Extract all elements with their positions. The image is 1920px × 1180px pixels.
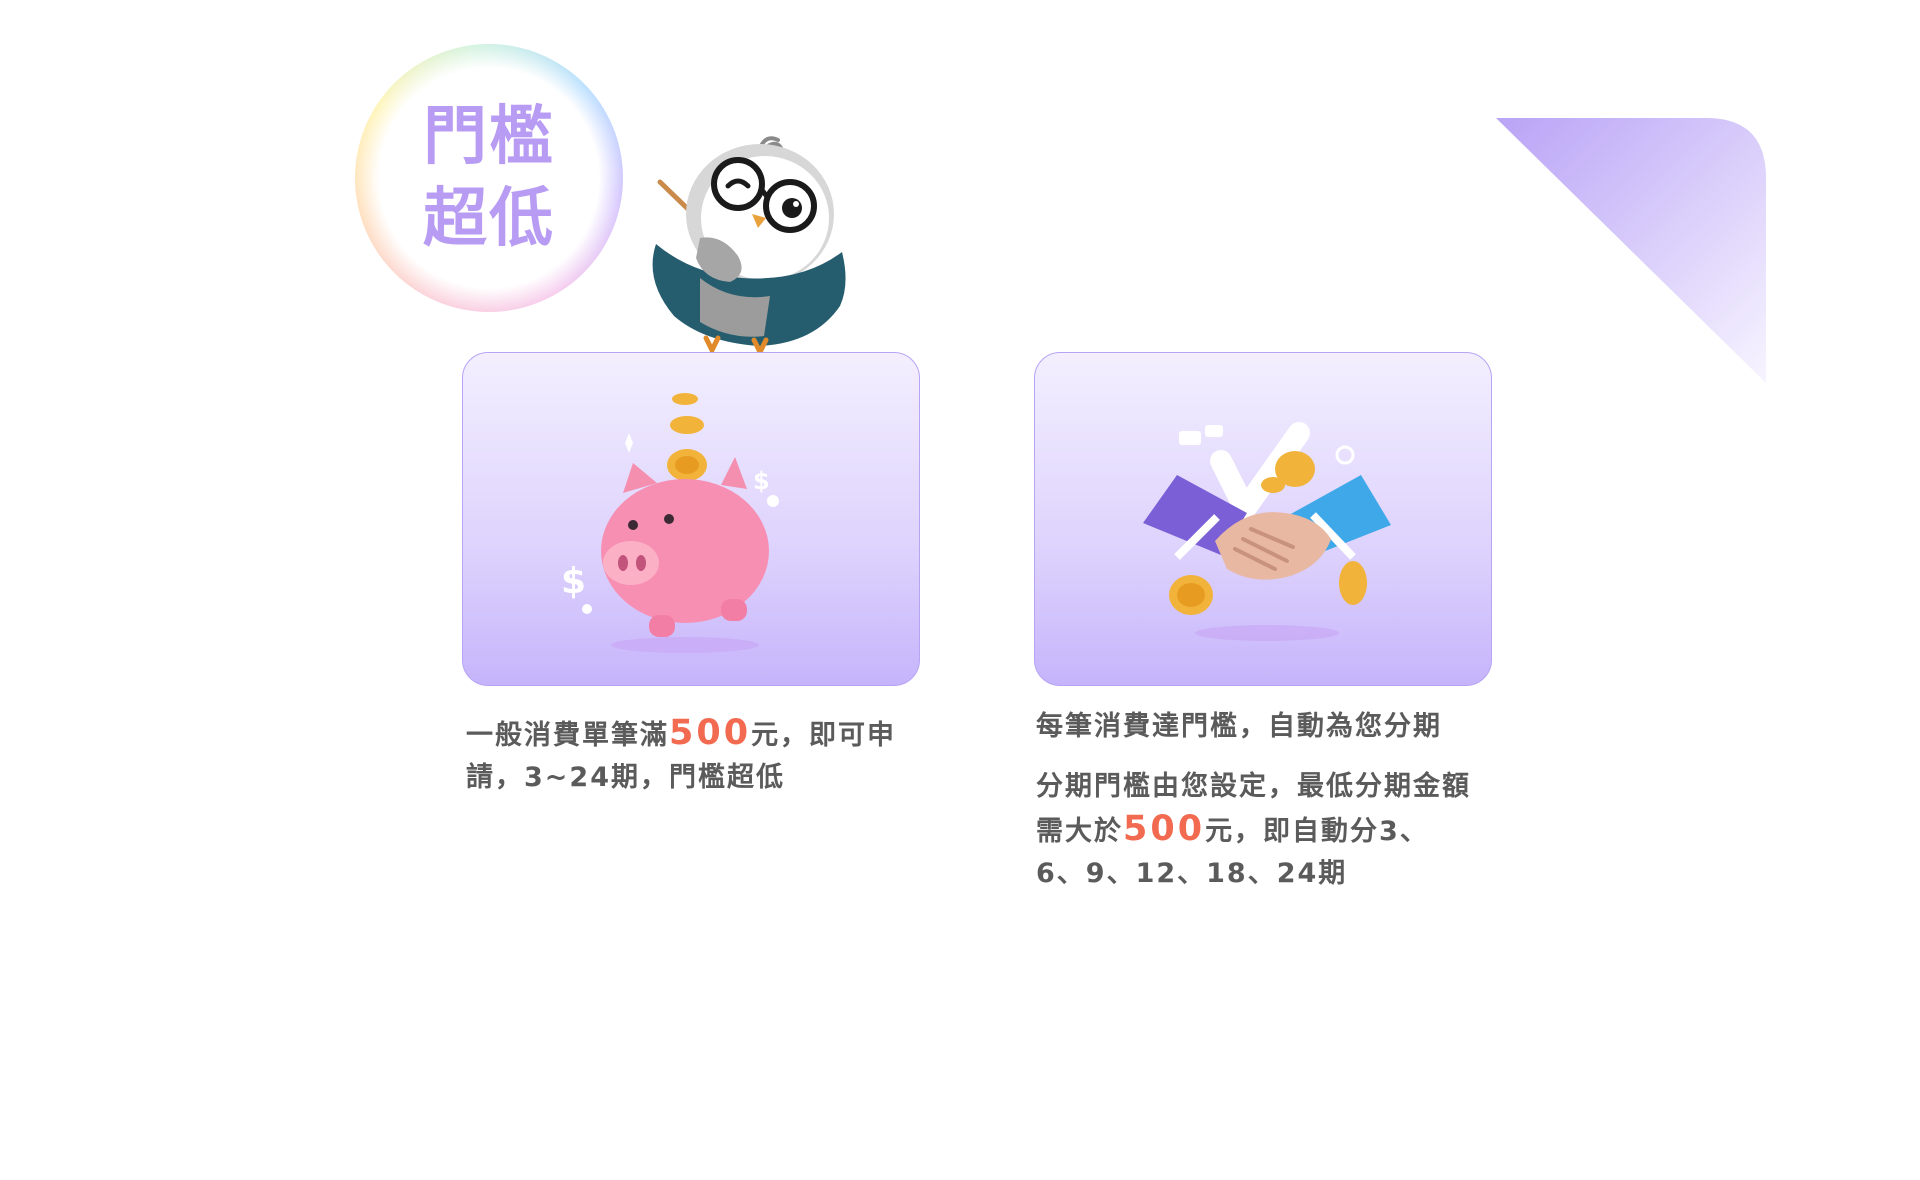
feature-card-piggy: $ $ [462,352,920,686]
card-2-description-1: 每筆消費達門檻，自動為您分期 [1036,711,1442,742]
svg-text:$: $ [561,561,586,602]
card-2-description-2: 分期門檻由您設定，最低分期金額需大於500元，即自動分3、6、9、12、18、2… [1036,766,1476,895]
card-2-highlight-amount: 500 [1123,809,1206,849]
card-1-text-post: 元，即可申請，3~24期，門檻超低 [466,720,897,793]
card-2-text-post: 元，即自動分3、6、9、12、18、24期 [1036,816,1429,889]
feature-card-handshake [1034,352,1492,686]
svg-text:$: $ [753,467,770,495]
owl-mascot-icon [652,136,846,354]
handshake-coins-icon [1143,422,1391,641]
card-2-text-pre: 分期門檻由您設定，最低分期金額需大於 [1036,771,1471,847]
badge-line-1: 門檻 [423,100,555,174]
threshold-low-badge: 門檻 超低 [355,44,623,312]
card-1-highlight-amount: 500 [669,713,752,753]
card-1-text-pre: 一般消費單筆滿 [466,720,669,751]
badge-line-2: 超低 [423,182,555,256]
card-1-description: 一般消費單筆滿500元，即可申請，3~24期，門檻超低 [466,712,906,799]
corner-gradient-decoration [1496,118,1766,383]
piggy-bank-coins-icon: $ $ [561,393,779,653]
